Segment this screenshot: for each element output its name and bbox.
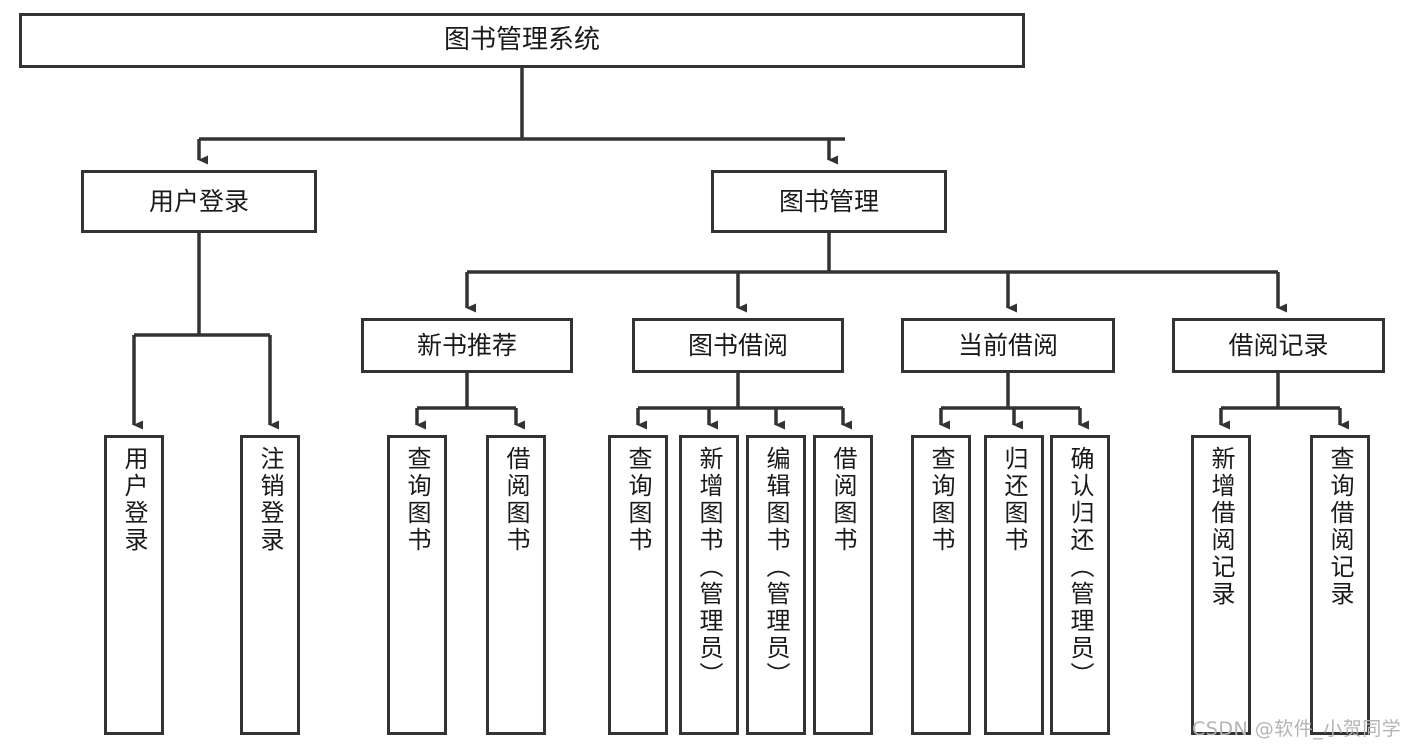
leaf-query-book-borrow[interactable]: 查询图书 [608,435,668,735]
node-current-borrow[interactable]: 当前借阅 [901,318,1115,373]
node-book-management[interactable]: 图书管理 [711,170,947,233]
node-label: 借阅图书 [829,446,857,554]
node-label: 新增图书（管理员） [695,446,723,689]
leaf-query-book-recommend[interactable]: 查询图书 [387,435,447,735]
node-label: 图书借阅 [687,330,788,360]
node-root-system[interactable]: 图书管理系统 [19,13,1025,68]
node-label: 借阅记录 [1228,330,1329,360]
node-label: 查询图书 [624,446,652,554]
node-borrow-records[interactable]: 借阅记录 [1172,318,1385,373]
leaf-query-borrow-record[interactable]: 查询借阅记录 [1310,435,1370,735]
node-label: 新书推荐 [416,330,517,360]
leaf-user-login[interactable]: 用户登录 [104,435,164,735]
node-label: 新增借阅记录 [1207,446,1235,608]
leaf-return-book[interactable]: 归还图书 [984,435,1044,735]
leaf-query-book-current[interactable]: 查询图书 [911,435,971,735]
node-label: 查询图书 [403,446,431,554]
node-label: 查询图书 [927,446,955,554]
leaf-logout[interactable]: 注销登录 [240,435,300,735]
leaf-borrow-book-recommend[interactable]: 借阅图书 [486,435,546,735]
csdn-watermark: CSDN @软件_小贺同学 [1192,718,1402,740]
leaf-add-book-admin[interactable]: 新增图书（管理员） [679,435,739,735]
leaf-add-borrow-record[interactable]: 新增借阅记录 [1191,435,1251,735]
node-label: 当前借阅 [957,330,1058,360]
node-user-login[interactable]: 用户登录 [81,170,317,233]
node-label: 图书管理系统 [443,25,600,56]
node-label: 确认归还（管理员） [1066,446,1094,689]
node-label: 归还图书 [1000,446,1028,554]
node-label: 图书管理 [778,186,879,216]
node-book-borrow[interactable]: 图书借阅 [632,318,844,373]
leaf-edit-book-admin[interactable]: 编辑图书（管理员） [746,435,806,735]
leaf-borrow-book[interactable]: 借阅图书 [813,435,873,735]
node-new-book-recommend[interactable]: 新书推荐 [361,318,573,373]
node-label: 用户登录 [148,186,249,216]
node-label: 注销登录 [256,446,284,554]
node-label: 借阅图书 [502,446,530,554]
leaf-confirm-return-admin[interactable]: 确认归还（管理员） [1050,435,1110,735]
node-label: 编辑图书（管理员） [762,446,790,689]
node-label: 用户登录 [120,446,148,554]
node-label: 查询借阅记录 [1326,446,1354,608]
